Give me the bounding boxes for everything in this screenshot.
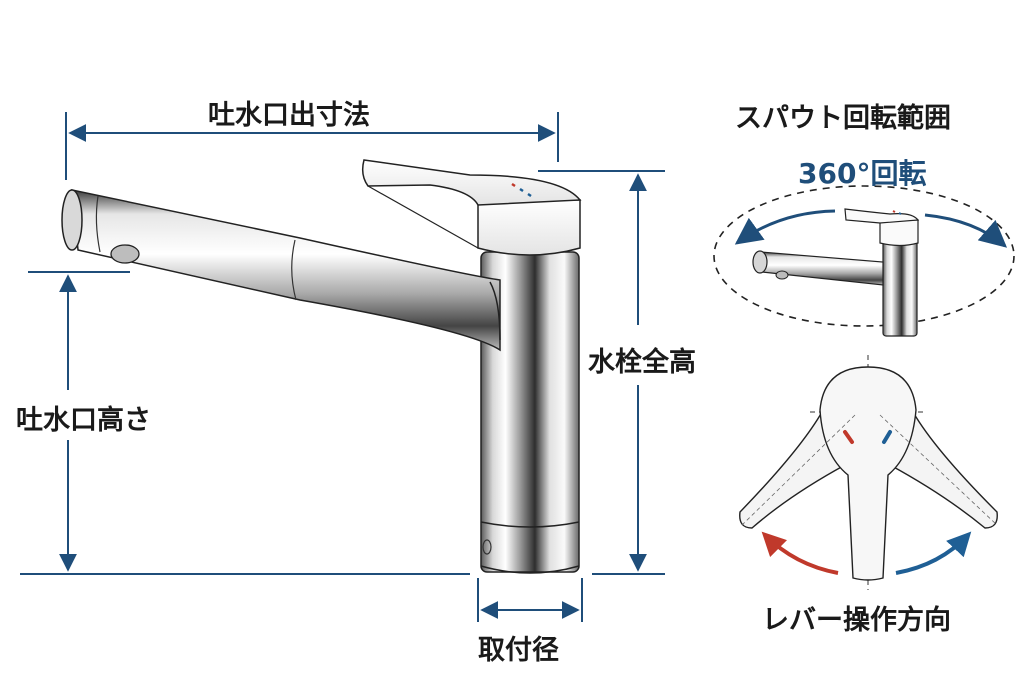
main-faucet-illustration xyxy=(61,159,582,574)
label-lever-direction: レバー操作方向 xyxy=(762,605,951,636)
label-faucet-total-height: 水栓全高 xyxy=(588,347,696,378)
dimension-mounting-diameter xyxy=(477,578,583,622)
lever-direction-illustration xyxy=(739,355,998,590)
label-rotation-value: 360°回転 xyxy=(798,157,927,190)
dimension-spout-height xyxy=(20,271,470,575)
label-mounting-diameter: 取付径 xyxy=(478,635,559,666)
spout-rotation-illustration xyxy=(713,185,1015,337)
dimension-spout-reach xyxy=(65,112,559,180)
dimension-total-height xyxy=(538,170,665,575)
label-spout-reach: 吐水口出寸法 xyxy=(208,100,370,131)
label-spout-rotation-title: スパウト回転範囲 xyxy=(735,103,951,134)
label-spout-height: 吐水口高さ xyxy=(16,405,151,436)
